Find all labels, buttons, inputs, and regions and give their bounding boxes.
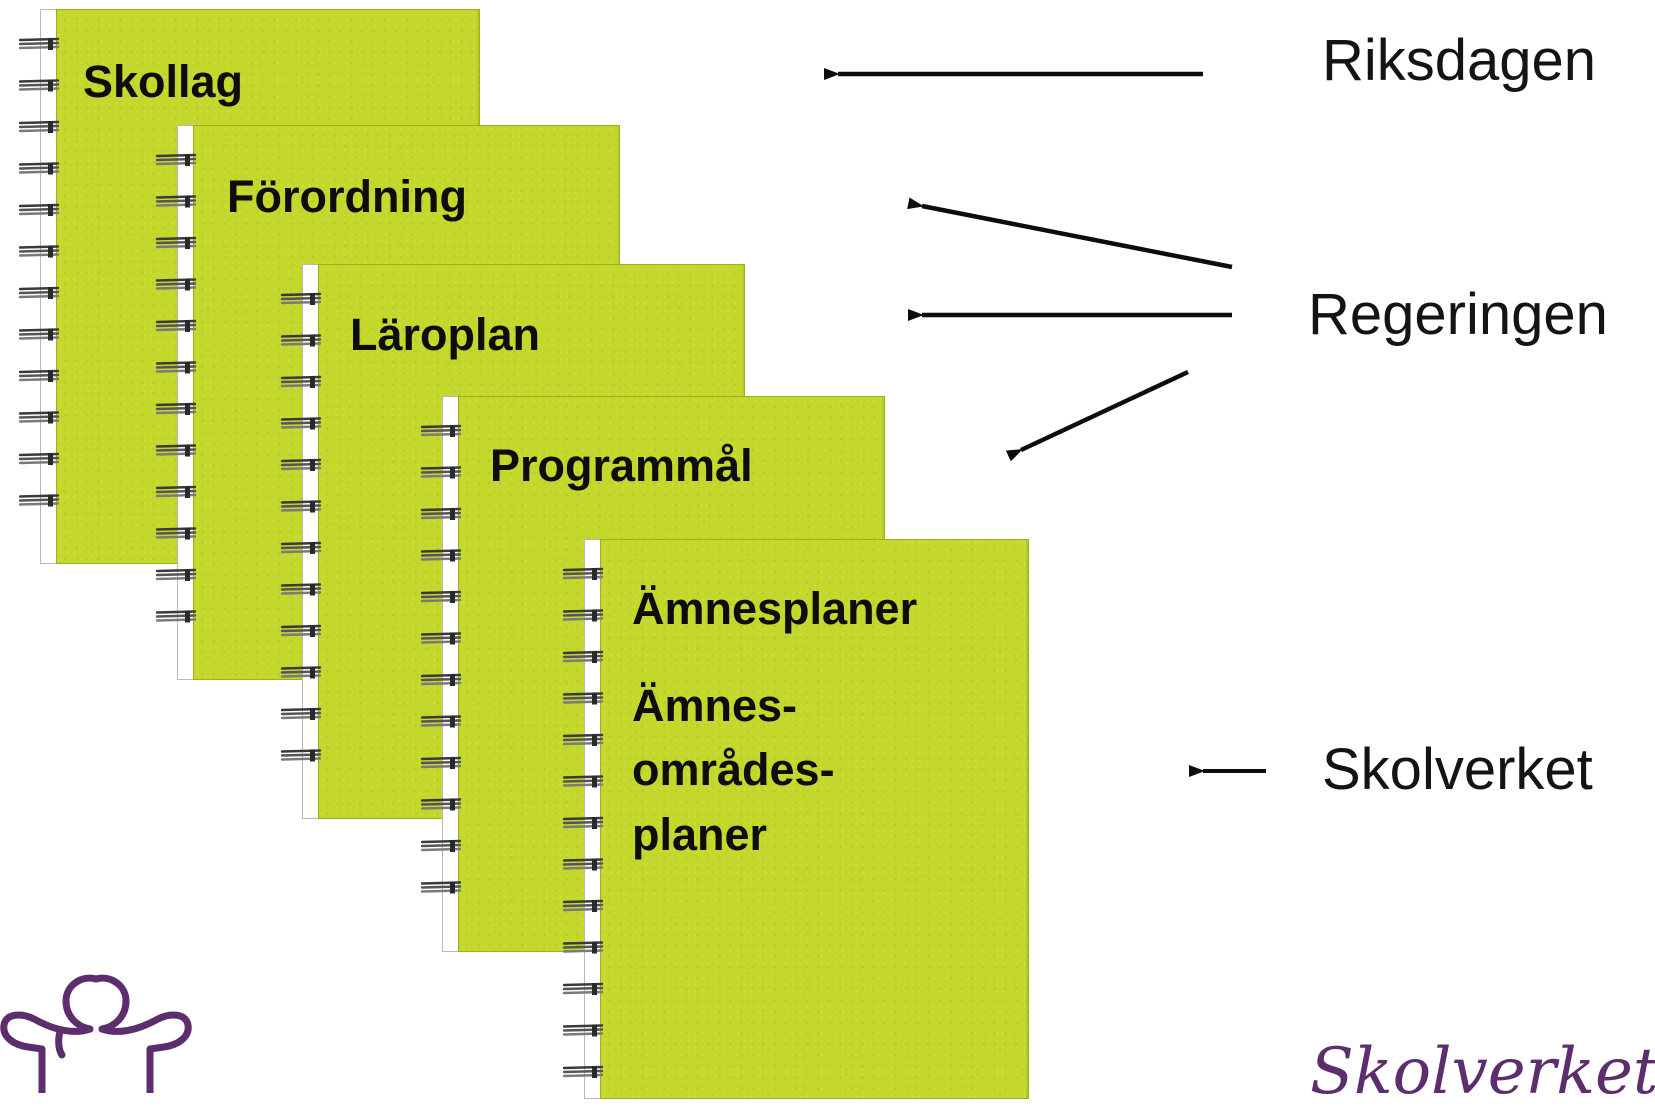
spiral-ring [420,715,462,728]
brand-wordmark: Skolverket [1310,1035,1655,1109]
spiral-ring [18,369,60,382]
spiral-ring [562,609,604,622]
spiral-ring [562,816,604,829]
arrow-regeringen-forordning [907,197,1233,270]
spiral-ring [280,334,322,347]
spiral-ring [562,941,604,954]
spiral-binding-icon [420,424,462,894]
spiral-binding-icon [155,153,197,623]
authority-label-riksdagen: Riksdagen [1322,28,1597,93]
spiral-ring [155,361,197,374]
spiral-ring [155,195,197,208]
spiral-ring [280,417,322,430]
arrow-regeringen-programmal [1005,369,1189,462]
spiral-ring [18,162,60,175]
spiral-ring [155,610,197,623]
spiral-ring [420,549,462,562]
spiral-ring [420,673,462,686]
document-title-skollag: Skollag [83,56,244,107]
spiral-binding-icon [562,567,604,1078]
spiral-ring [562,858,604,871]
spiral-ring [280,541,322,554]
spiral-ring [562,692,604,705]
spiral-ring [420,466,462,479]
spiral-ring [18,452,60,465]
spiral-ring [562,650,604,663]
spiral-ring [280,707,322,720]
spiral-ring [280,583,322,596]
spiral-ring [18,411,60,424]
document-title-planer: planer [632,809,768,860]
spiral-binding-icon [18,37,60,507]
spiral-ring [280,292,322,305]
spiral-ring [420,632,462,645]
document-title-amnesplaner: Ämnesplaner [632,583,918,634]
spiral-ring [155,236,197,249]
spiral-ring [562,899,604,912]
spiral-ring [18,203,60,216]
authority-label-skolverket: Skolverket [1322,737,1593,802]
child-figure-icon [0,974,192,1093]
spiral-ring [280,375,322,388]
spiral-ring [562,733,604,746]
spiral-ring [420,424,462,437]
spiral-ring [155,319,197,332]
spiral-ring [420,881,462,894]
authority-label-regeringen: Regeringen [1308,282,1608,347]
document-title-forordning: Förordning [227,171,467,222]
spiral-ring [420,507,462,520]
spiral-ring [18,120,60,133]
spiral-ring [280,458,322,471]
spiral-ring [420,590,462,603]
spiral-ring [562,1024,604,1037]
spiral-ring [155,485,197,498]
spiral-ring [18,79,60,92]
spiral-ring [280,500,322,513]
spiral-ring [562,775,604,788]
spiral-ring [420,798,462,811]
notebook-amnesplaner: Ämnesplaner Ämnes- områdes- planer [562,539,1029,1099]
document-title-programmal: Programmål [490,440,753,491]
spiral-ring [155,278,197,291]
spiral-ring [155,402,197,415]
spiral-ring [280,666,322,679]
spiral-ring [18,245,60,258]
spiral-binding-icon [280,292,322,762]
spiral-ring [562,1065,604,1078]
spiral-ring [18,286,60,299]
spiral-ring [18,494,60,507]
spiral-ring [18,328,60,341]
notebook-cover [600,539,1029,1099]
spiral-ring [280,749,322,762]
document-title-laroplan: Läroplan [350,309,541,360]
spiral-ring [18,37,60,50]
spiral-ring [155,568,197,581]
spiral-ring [155,444,197,457]
document-title-omrades: områdes- [632,744,835,795]
spiral-ring [420,839,462,852]
document-title-amnes: Ämnes- [632,680,798,731]
spiral-ring [155,153,197,166]
spiral-ring [562,567,604,580]
spiral-ring [280,624,322,637]
spiral-ring [420,756,462,769]
spiral-ring [155,527,197,540]
spiral-ring [562,982,604,995]
